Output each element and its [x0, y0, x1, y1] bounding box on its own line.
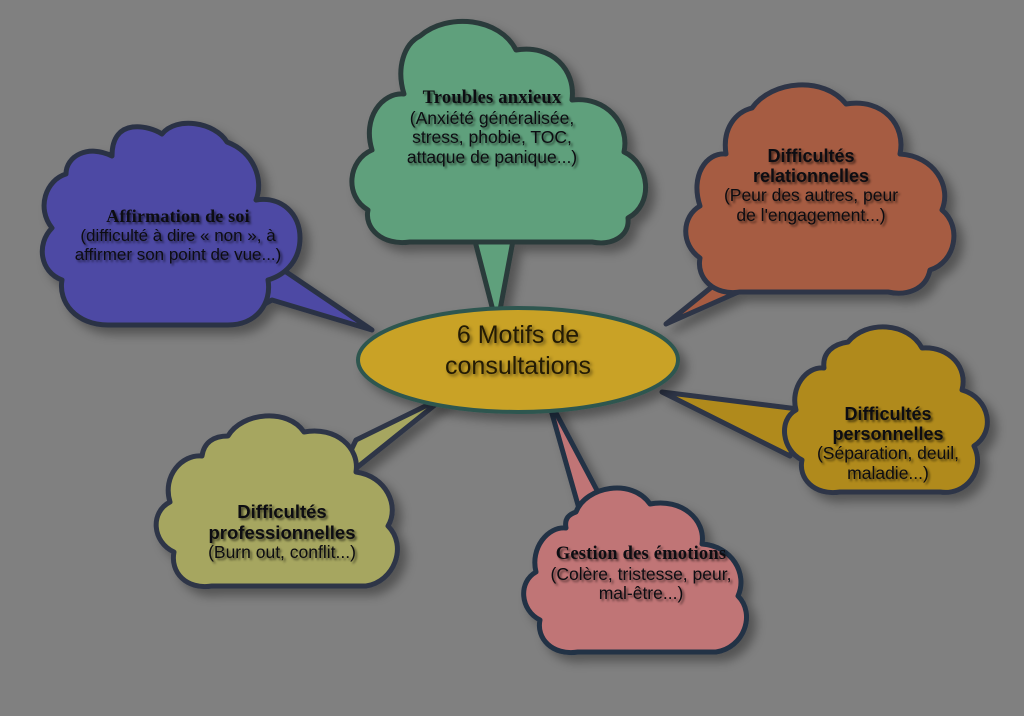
cloud-difficultes-personnelles[interactable]	[659, 324, 990, 496]
cloud-difficultes-professionnelles[interactable]	[153, 393, 449, 590]
cloud-profession-body	[153, 413, 400, 590]
cloud-personnel-body	[782, 324, 990, 496]
cloud-relation-body	[683, 82, 957, 296]
cloud-emotions-body	[521, 485, 749, 656]
cloud-affirmation-de-soi[interactable]	[39, 120, 375, 333]
cloud-gestion-des-emotions[interactable]	[521, 393, 749, 656]
cloud-troubles-anxieux[interactable]	[349, 18, 648, 329]
cloud-affirmation-body	[39, 120, 303, 328]
center-ellipse	[356, 306, 680, 414]
cloud-difficultes-relationnelles[interactable]	[663, 82, 957, 327]
center-node[interactable]	[356, 306, 680, 414]
cloud-anxieux-body	[349, 18, 648, 246]
